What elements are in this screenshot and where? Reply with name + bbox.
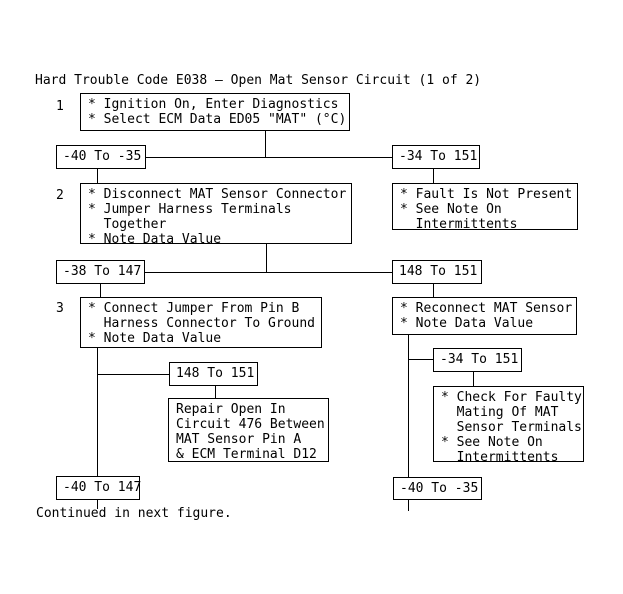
step-3-box: * Connect Jumper From Pin B Harness Conn…: [80, 297, 322, 348]
connector-level4-left-exit: [97, 500, 98, 509]
connector-level3-right-branch: [408, 359, 433, 360]
range-level2-right: 148 To 151: [392, 260, 482, 284]
result-repair-open-circuit-box: Repair Open In Circuit 476 Between MAT S…: [168, 398, 329, 462]
step-1-box: * Ignition On, Enter Diagnostics * Selec…: [80, 93, 350, 131]
connector-level2-left-down: [100, 284, 101, 297]
diagram-title: Hard Trouble Code E038 – Open Mat Sensor…: [35, 73, 482, 88]
connector-range3-left-down: [215, 386, 216, 398]
range-level3-left: 148 To 151: [169, 362, 258, 386]
range-level4-left: -40 To 147: [56, 476, 141, 500]
result-fault-not-present-box: * Fault Is Not Present * See Note On Int…: [392, 183, 578, 232]
range-level1-right: -34 To 151: [392, 145, 480, 169]
connector-level2-right-down: [433, 284, 434, 297]
step-3-number: 3: [56, 301, 64, 316]
connector-range3-right-down: [473, 372, 474, 386]
connector-level1-horizontal: [146, 157, 392, 158]
connector-reconnect-down: [408, 335, 409, 477]
connector-level3-left-branch: [97, 374, 169, 375]
result-check-terminal-mating-box: * Check For Faulty Mating Of MAT Sensor …: [433, 386, 584, 465]
step-2-number: 2: [56, 188, 64, 203]
connector-level1-left-down: [97, 169, 98, 183]
connector-step3-down: [97, 348, 98, 476]
range-level3-right: -34 To 151: [433, 348, 522, 372]
result-reconnect-sensor-box: * Reconnect MAT Sensor * Note Data Value: [392, 297, 577, 335]
connector-step1-down: [265, 131, 266, 157]
connector-level1-right-down: [433, 169, 434, 183]
step-2-box: * Disconnect MAT Sensor Connector * Jump…: [80, 183, 352, 247]
connector-level2-horizontal: [145, 272, 392, 273]
step-1-number: 1: [56, 99, 64, 114]
range-level1-left: -40 To -35: [56, 145, 146, 169]
continued-note: Continued in next figure.: [36, 506, 232, 521]
connector-level4-right-exit: [408, 500, 409, 511]
connector-step2-down: [266, 244, 267, 272]
range-level4-right: -40 To -35: [393, 477, 482, 500]
range-level2-left: -38 To 147: [56, 260, 145, 284]
